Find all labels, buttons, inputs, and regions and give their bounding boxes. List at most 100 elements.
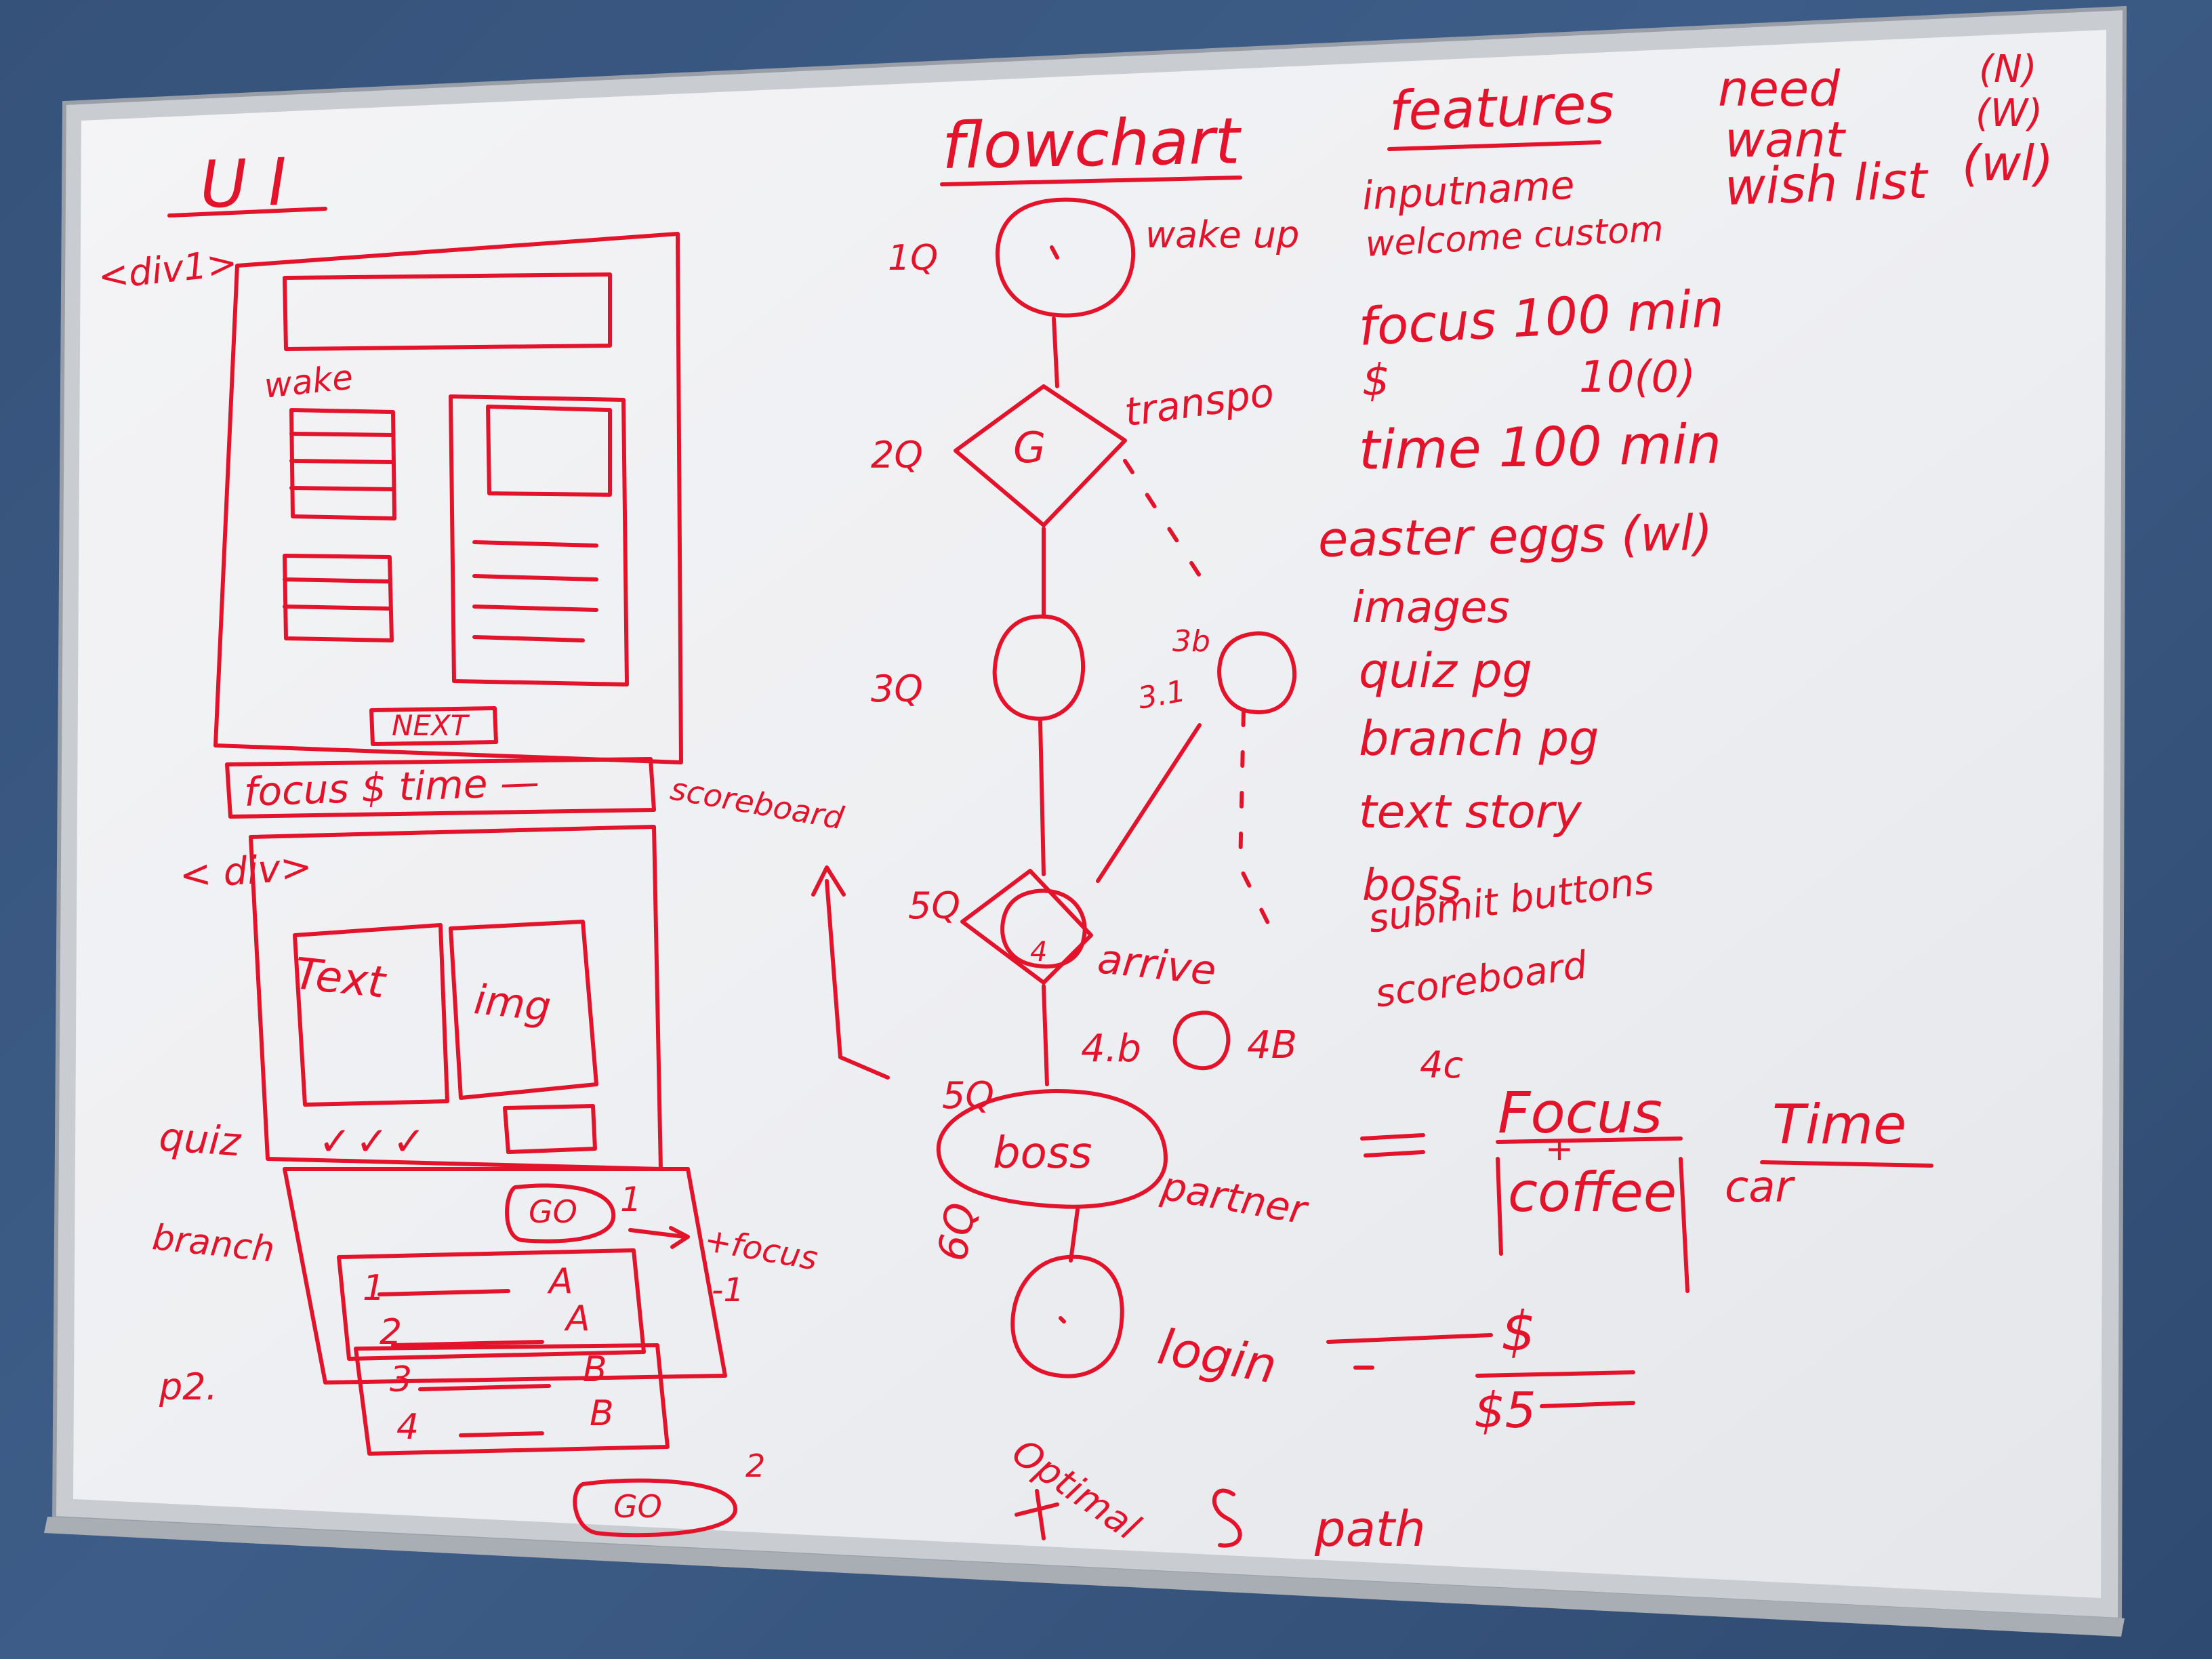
option-2-letter: A [566, 1298, 590, 1339]
feature-item-input-name: inputname [1361, 161, 1576, 219]
node-5-oval [936, 1089, 1168, 1209]
text-box-label: Text [292, 949, 388, 1008]
edge-4-5 [1042, 984, 1049, 1086]
content-lines [472, 540, 598, 642]
go-note-2: 2 [745, 1448, 766, 1484]
node-6-label: 6Q [928, 1199, 986, 1265]
go-button-2: GO [613, 1488, 662, 1525]
five-dollars: $5 [1474, 1382, 1536, 1439]
ui-title-underline [167, 207, 327, 218]
node-1-label: 1Q [888, 238, 939, 279]
time-underline [1760, 1160, 1933, 1168]
money-line-2 [1475, 1370, 1635, 1378]
node-4b-circle [1172, 1010, 1231, 1071]
node-6-circle [1010, 1254, 1124, 1378]
option-3-number: 3 [390, 1359, 413, 1400]
branch-frame [283, 1167, 727, 1385]
money-line-3 [1540, 1401, 1635, 1408]
div-label: < div> [178, 844, 314, 898]
node-2-label: 2Q [871, 434, 923, 476]
feature-item-branch: branch pg [1359, 711, 1599, 766]
edge-3b-4-dashed [1238, 710, 1276, 937]
feature-item-dollar: $ [1362, 356, 1390, 406]
car-label: car [1725, 1162, 1793, 1212]
features-title: features [1388, 72, 1616, 143]
option-1-number: 1 [363, 1268, 386, 1309]
node-4-note: arrive [1095, 935, 1218, 996]
legend-wish: wish list [1723, 151, 1929, 217]
edge-2-3b-dashed [1123, 459, 1215, 598]
node-4b-left: 4.b [1081, 1027, 1141, 1071]
legend-wish-code: (wl) [1962, 135, 2054, 192]
div1-frame [213, 232, 683, 764]
list-box-1 [289, 408, 396, 520]
node-6-dot [1059, 1316, 1066, 1324]
node-4-circle [1000, 888, 1087, 969]
node-5-label: 5Q [942, 1074, 994, 1117]
go-button-1: GO [529, 1193, 577, 1230]
option-3-letter: B [583, 1349, 607, 1390]
feature-item-dollar-value: 10(0) [1579, 352, 1696, 403]
option-4-number: 4 [396, 1407, 419, 1448]
feature-item-quiz: quiz pg [1359, 643, 1533, 699]
feature-item-boss: boss [1362, 861, 1462, 911]
next-button-box [369, 706, 498, 746]
branch-note-1: 1 [620, 1180, 642, 1219]
img-box-label: img [472, 976, 554, 1031]
scoreboard-arrow [811, 865, 890, 1080]
node-3-label: 3Q [871, 668, 923, 710]
focus-time-bar: focus $ time — [243, 758, 540, 815]
header-box [283, 272, 612, 351]
option-1-letter: A [549, 1261, 573, 1302]
node-1-circle [995, 197, 1136, 318]
wake-label: wake [262, 357, 355, 406]
marker-tray [44, 1517, 2125, 1637]
node-1-dot [1050, 245, 1059, 260]
options-box-2 [354, 1343, 670, 1456]
option-4-letter: B [590, 1393, 614, 1434]
edge-3b-4 [1096, 723, 1202, 883]
text-box-frame [293, 923, 449, 1107]
img-box-frame [449, 920, 598, 1100]
quiz-checkmarks: ✓✓✓ [319, 1118, 430, 1164]
node-3-circle [992, 614, 1086, 721]
feature-item-time: time 100 min [1358, 412, 1722, 482]
flowchart-title: flowchart [941, 104, 1241, 184]
node-4c: 4c [1420, 1044, 1464, 1086]
options-box-1 [337, 1248, 646, 1361]
focus-bar-box [225, 757, 656, 819]
node-3b-circle [1217, 631, 1297, 714]
option-2-number: 2 [380, 1312, 403, 1353]
edge-3-4 [1038, 720, 1046, 876]
feature-item-images: images [1352, 583, 1510, 633]
node-2-inner: G [1013, 423, 1046, 472]
edge-5-6 [1069, 1208, 1080, 1263]
flowchart-title-underline [940, 176, 1242, 186]
content-box [449, 394, 629, 687]
coffee-bracket [1496, 1157, 1689, 1293]
feature-item-text-story: text story [1359, 785, 1582, 839]
money-line-1 [1326, 1333, 1493, 1344]
equals-sign [1360, 1133, 1425, 1158]
legend-want: want [1725, 111, 1845, 168]
dollar-sign: $ [1501, 1300, 1536, 1363]
node-1-note: wake up [1145, 213, 1300, 256]
ui-title: UI [199, 143, 309, 223]
content-inner-box [486, 405, 612, 497]
focus-underline [1496, 1136, 1683, 1144]
node-4-diamond [960, 869, 1093, 985]
legend-want-code: (W) [1975, 91, 2043, 136]
whiteboard-surface [73, 30, 2106, 1598]
focus-heading: Focus [1498, 1080, 1662, 1146]
plus-sign: + [1545, 1129, 1574, 1168]
branch-note-minus: -1 [712, 1271, 744, 1309]
node-4-inner: 4 [1030, 937, 1048, 968]
node-2-diamond [954, 384, 1127, 527]
node-3b-label: 3b [1172, 624, 1210, 659]
features-title-underline [1387, 140, 1601, 151]
node-4-label: 5Q [908, 884, 960, 927]
quiz-small-box [503, 1104, 597, 1154]
branch-arrow [628, 1226, 690, 1249]
